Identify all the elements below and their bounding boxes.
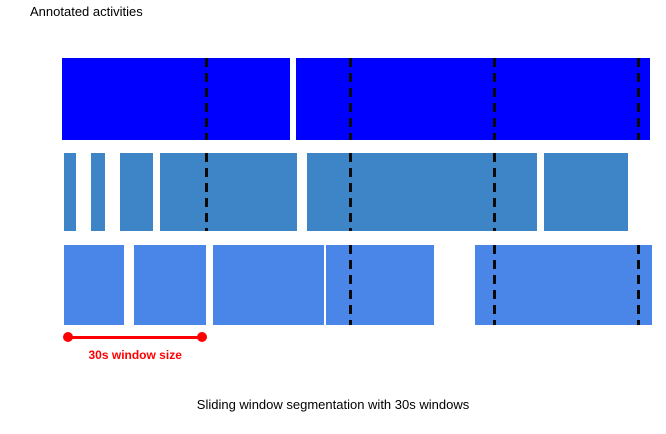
window-boundary-dashed-line <box>204 153 208 231</box>
window-boundary-dashed-line <box>204 58 208 140</box>
activity-segment <box>306 153 538 231</box>
activity-segment <box>64 153 77 231</box>
window-boundary-dashed-line <box>348 153 352 231</box>
activity-segment <box>64 245 125 325</box>
window-size-label: 30s window size <box>88 348 182 362</box>
activity-row-2 <box>0 153 666 231</box>
window-boundary-dashed-line <box>492 245 496 325</box>
window-boundary-dashed-line <box>636 245 640 325</box>
window-boundary-dashed-line <box>348 245 352 325</box>
window-boundary-dashed-line <box>348 58 352 140</box>
activity-segment <box>296 58 650 140</box>
figure-caption: Sliding window segmentation with 30s win… <box>196 397 470 412</box>
activity-segment <box>213 245 324 325</box>
arrow-endpoint-dot <box>197 332 208 342</box>
activity-row-1 <box>0 58 666 140</box>
activity-segment <box>160 153 298 231</box>
activity-segment <box>544 153 629 231</box>
window-boundary-dashed-line <box>492 58 496 140</box>
activity-segment <box>474 245 653 325</box>
activity-row-3 <box>0 245 666 325</box>
activity-segment <box>90 153 106 231</box>
activity-segment <box>62 58 290 140</box>
figure-title: Annotated activities <box>30 4 143 19</box>
activity-segment <box>134 245 206 325</box>
activity-segment <box>326 245 434 325</box>
arrow-endpoint-dot <box>63 332 74 342</box>
window-size-arrow <box>68 335 203 339</box>
window-boundary-dashed-line <box>492 153 496 231</box>
activity-segment <box>119 153 154 231</box>
window-boundary-dashed-line <box>636 58 640 140</box>
